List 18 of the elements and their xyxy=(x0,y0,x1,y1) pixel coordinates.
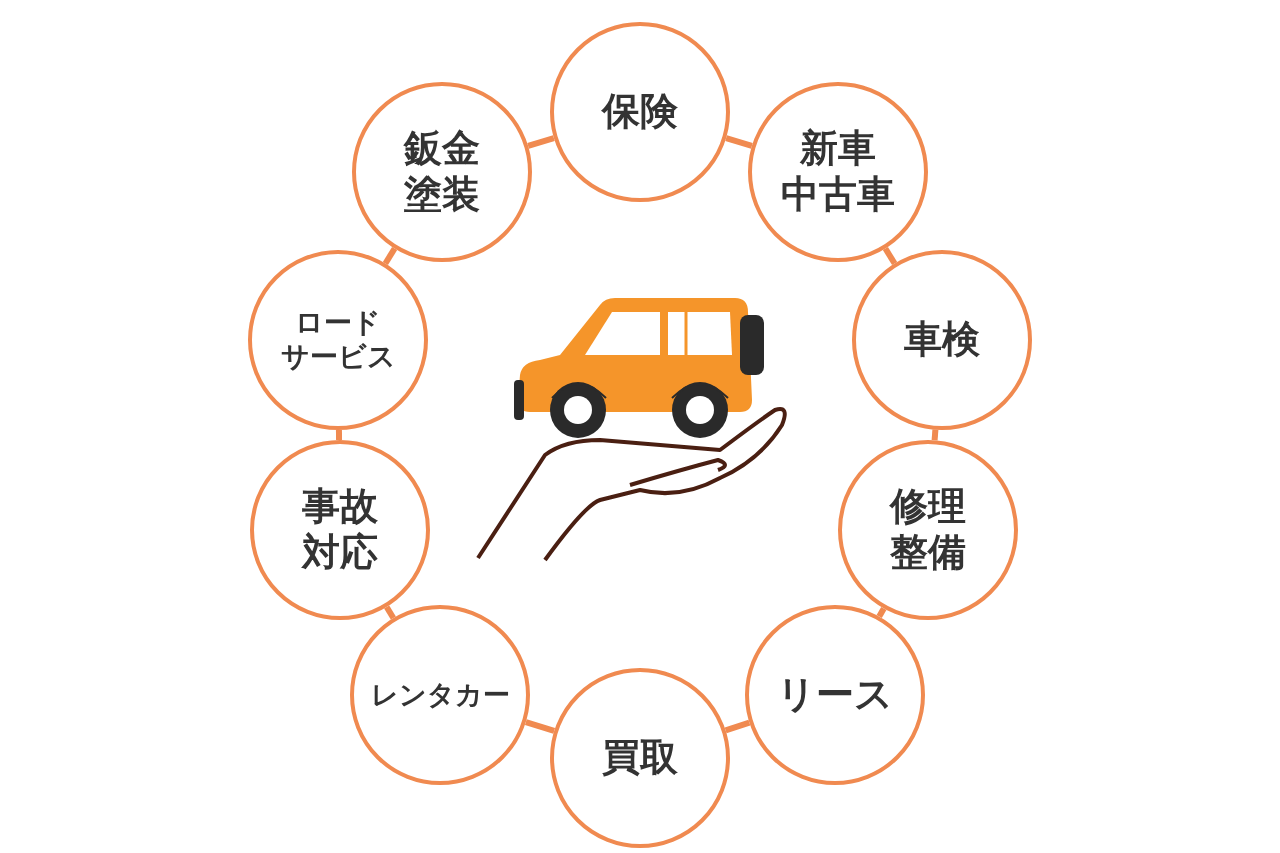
service-label: 車検 xyxy=(904,317,980,363)
service-label: 買取 xyxy=(602,735,678,781)
connector-line xyxy=(724,719,751,734)
connector-line xyxy=(527,135,555,149)
connector-line xyxy=(725,135,753,149)
service-label: リース xyxy=(777,672,893,718)
service-label: 新車中古車 xyxy=(781,126,895,218)
service-label: 鈑金塗装 xyxy=(404,126,480,218)
service-label: 保険 xyxy=(602,89,678,135)
connector-line xyxy=(382,246,398,266)
connector-line xyxy=(882,246,898,266)
service-label: レンタカー xyxy=(370,678,510,712)
connector-line xyxy=(524,719,556,734)
connector-line xyxy=(931,429,939,441)
service-label: 事故対応 xyxy=(302,484,378,576)
service-label: ロードサービス xyxy=(280,306,396,374)
connector-line xyxy=(335,429,343,441)
service-label: 修理整備 xyxy=(890,484,966,576)
